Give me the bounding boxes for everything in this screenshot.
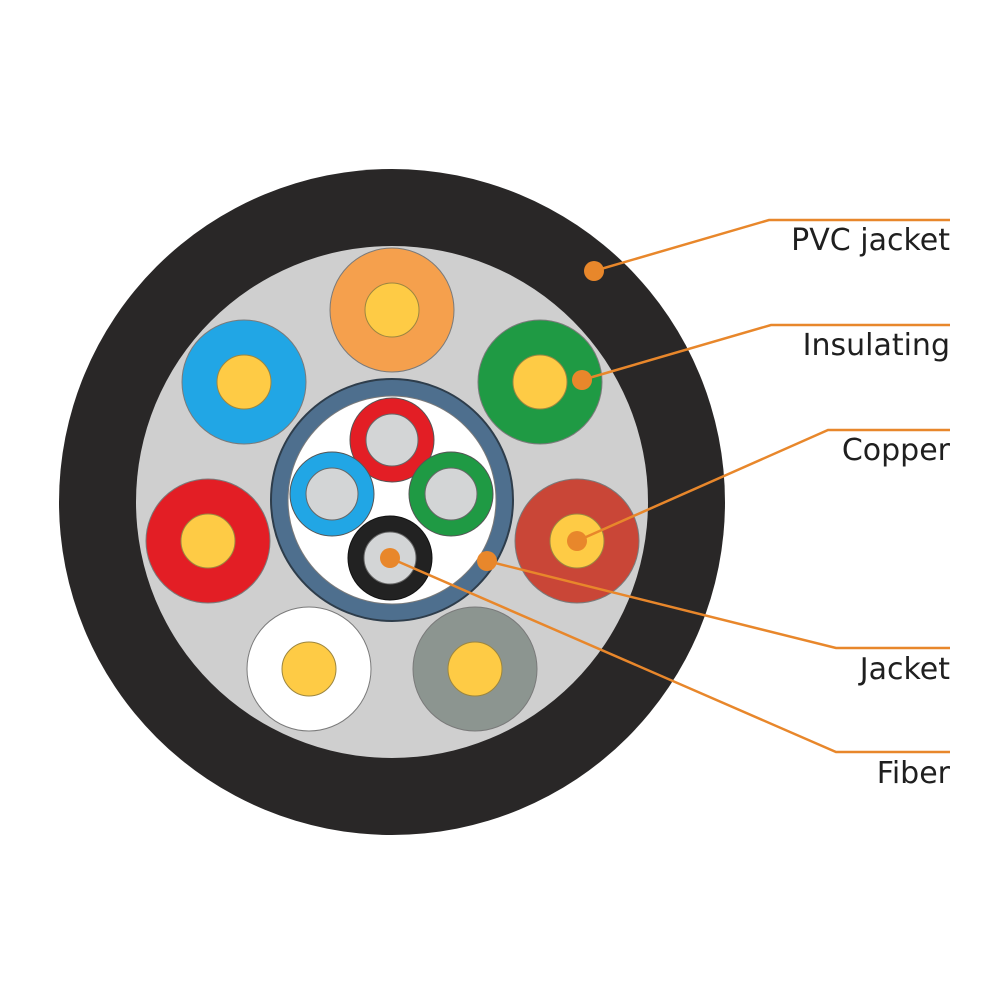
conductor-green xyxy=(477,319,603,445)
copper-core xyxy=(512,354,568,410)
pointer-dot-pvc-jacket xyxy=(584,261,604,281)
fiber-blue xyxy=(289,451,375,537)
fiber-core xyxy=(365,413,419,467)
conductor-blue xyxy=(181,319,307,445)
fiber-core xyxy=(305,467,359,521)
label-jacket: Jacket xyxy=(859,652,950,687)
label-fiber: Fiber xyxy=(876,756,950,791)
conductor-white xyxy=(246,606,372,732)
leader-insulating xyxy=(581,323,950,382)
label-copper: Copper xyxy=(841,433,950,468)
leader-copper xyxy=(576,428,950,543)
pointer-dot-insulating xyxy=(572,370,592,390)
pointer-dot-copper xyxy=(567,531,587,551)
label-pvc-jacket: PVC jacket xyxy=(791,223,950,258)
copper-core xyxy=(447,641,503,697)
pointer-dot-fiber xyxy=(380,548,400,568)
leader-pvc-jacket xyxy=(593,218,950,273)
inner-tube-fill xyxy=(287,395,497,605)
label-insulating: Insulating xyxy=(802,328,950,363)
leader-jacket xyxy=(486,559,950,650)
fiber-green xyxy=(408,451,494,537)
conductor-red xyxy=(145,478,271,604)
pointer-dot-jacket xyxy=(477,551,497,571)
conductor-orange xyxy=(329,247,455,373)
conductor-gray xyxy=(412,606,538,732)
leader-fiber xyxy=(389,556,950,754)
fiber-core xyxy=(424,467,478,521)
copper-core xyxy=(281,641,337,697)
copper-core xyxy=(364,282,420,338)
fiber-red xyxy=(349,397,435,483)
copper-core xyxy=(216,354,272,410)
copper-core xyxy=(180,513,236,569)
